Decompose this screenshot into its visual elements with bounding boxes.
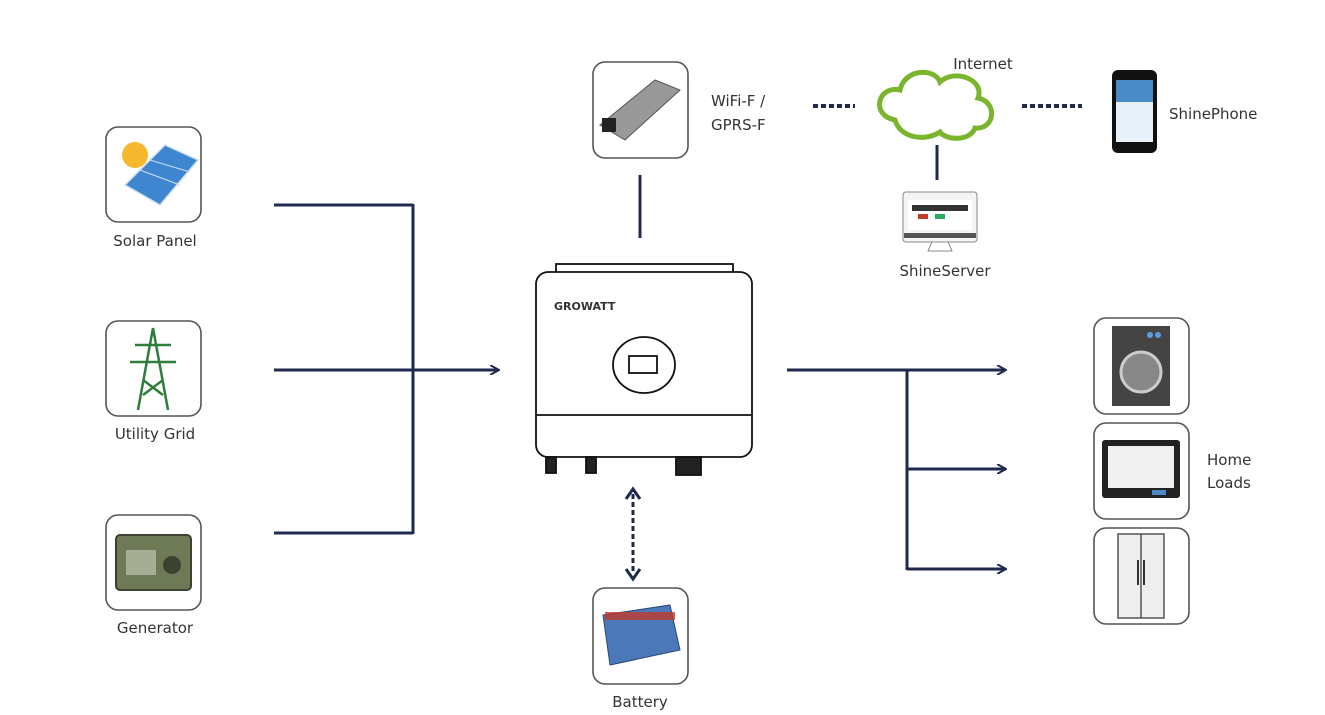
shinephone-label: ShinePhone (1169, 105, 1258, 123)
cloud-icon (877, 69, 995, 141)
smartphone-icon (1112, 70, 1157, 153)
utility-grid-label: Utility Grid (114, 425, 196, 443)
battery-icon (592, 587, 689, 685)
internet-label: Internet (953, 55, 1013, 73)
power-tower-icon (105, 320, 202, 417)
washing-machine-icon (1093, 317, 1190, 415)
datalogger-label-1: WiFi-F / (711, 92, 766, 110)
home-loads-label-2: Loads (1207, 474, 1251, 492)
battery-label: Battery (612, 693, 668, 711)
generator-icon (105, 514, 202, 611)
battery-connector (624, 486, 642, 582)
shineserver-label: ShineServer (899, 262, 991, 280)
generator-label: Generator (116, 619, 194, 637)
refrigerator-icon (1093, 527, 1190, 625)
tv-icon (1093, 422, 1190, 520)
monitor-icon (902, 191, 978, 252)
inverter-brand: GROWATT (554, 300, 616, 313)
datalogger-label-2: GPRS-F (711, 116, 766, 134)
input-connectors (274, 203, 498, 535)
solar-panel-icon (105, 126, 202, 223)
inverter-icon (535, 263, 753, 476)
output-connectors (787, 370, 1005, 570)
home-loads-label-1: Home (1207, 451, 1252, 469)
wifi-datalogger-icon (592, 61, 689, 159)
solar-panel-label: Solar Panel (113, 232, 197, 250)
